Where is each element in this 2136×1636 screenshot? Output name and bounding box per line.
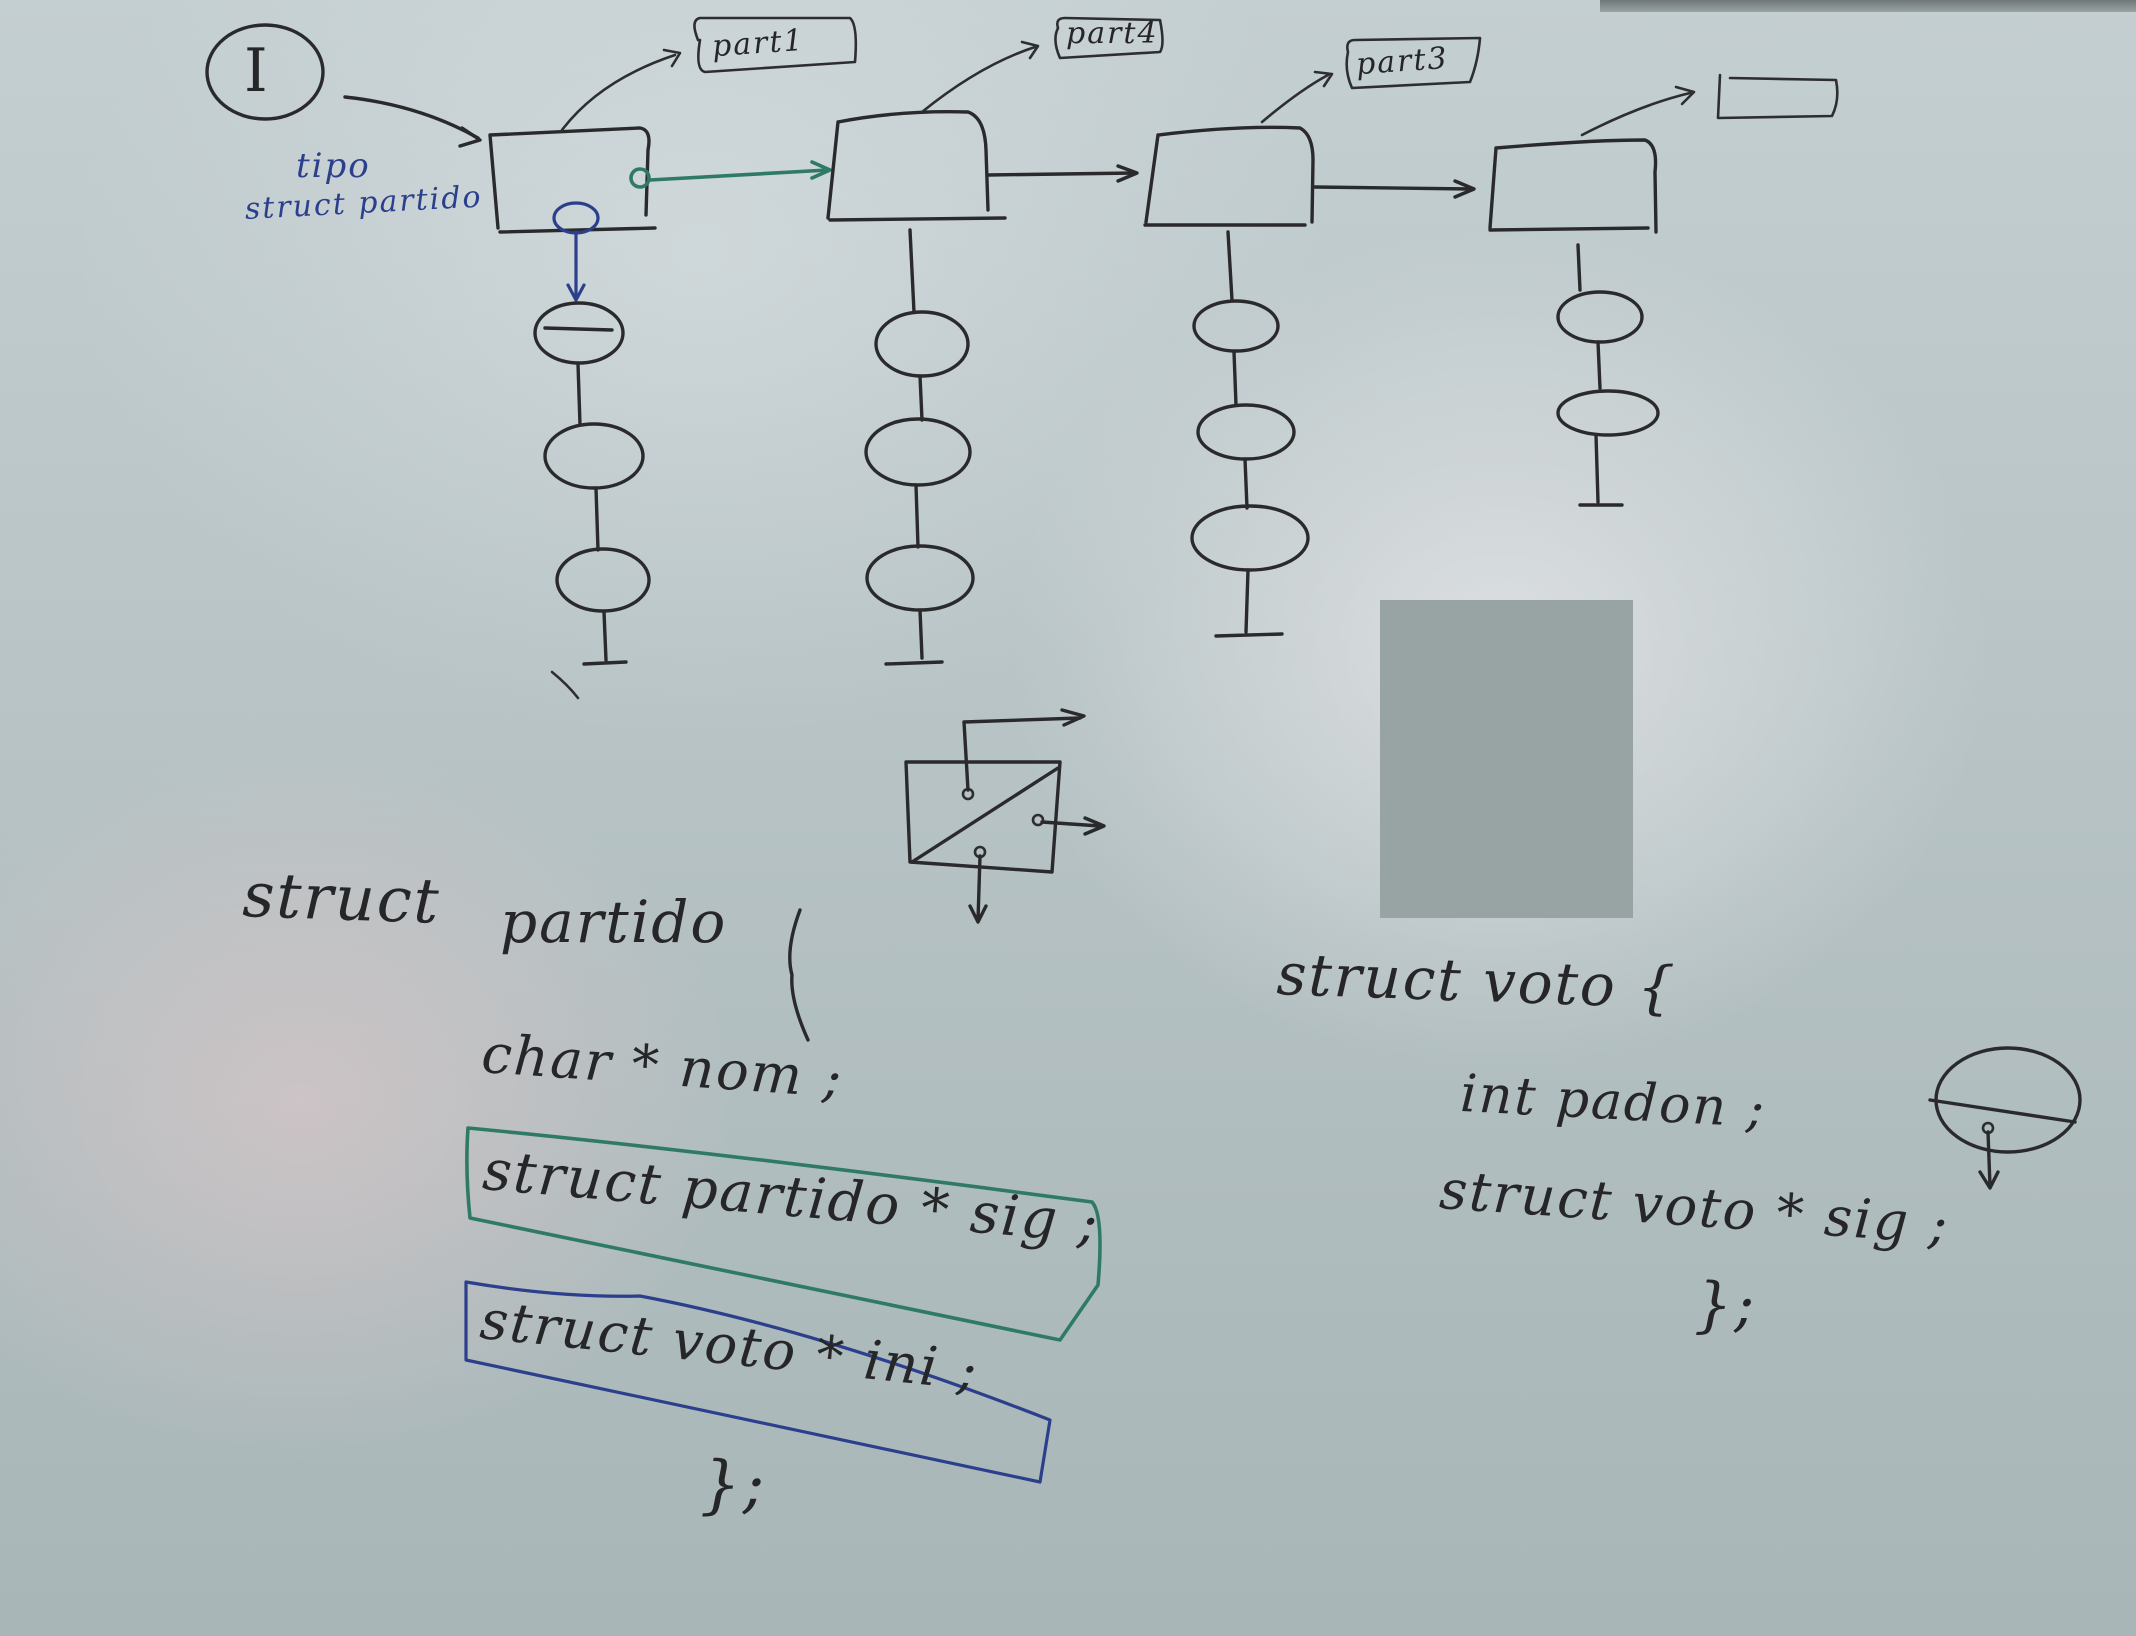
sig-pointer-arrow xyxy=(648,168,830,182)
vote-link xyxy=(918,374,924,422)
party-name-box-4 xyxy=(1716,73,1839,120)
name-pointer-2 xyxy=(920,45,1037,114)
voto-node-detail xyxy=(1934,1046,2082,1154)
ini-pointer-arrow-detail xyxy=(968,854,988,924)
vote-link xyxy=(914,483,920,549)
party-name-box-2 xyxy=(1054,16,1164,60)
partido-node-2 xyxy=(826,110,1007,222)
struct-partido-keyword: struct xyxy=(241,858,442,938)
name-pointer-1 xyxy=(560,53,677,132)
null-terminator xyxy=(582,610,628,666)
board-frame xyxy=(1600,0,2136,12)
name-pointer-3 xyxy=(1260,73,1330,124)
next-pointer-arrowhead-3 xyxy=(1453,179,1476,199)
struct-voto-header: struct voto { xyxy=(1275,940,1678,1022)
null-terminator xyxy=(884,608,944,666)
vote-node xyxy=(865,544,975,612)
sig-field-highlight xyxy=(465,1126,1102,1342)
party-name-box-1 xyxy=(693,16,858,74)
next-pointer-arrowhead-2 xyxy=(1116,164,1139,183)
nom-pointer-arrow xyxy=(962,716,1082,792)
vote-link xyxy=(1232,350,1238,407)
vote-node xyxy=(543,422,645,490)
struct-partido-close: }; xyxy=(700,1448,767,1522)
section-number-circle xyxy=(205,23,325,121)
vote-link xyxy=(594,486,600,552)
vote-link xyxy=(1226,230,1234,302)
partido-node-1 xyxy=(488,126,657,234)
vote-node xyxy=(1556,290,1644,344)
sig-pointer-origin xyxy=(629,167,651,189)
name-pointer-arrowhead-3 xyxy=(1313,70,1334,88)
vote-node xyxy=(1190,504,1310,572)
name-pointer-arrowhead-2 xyxy=(1020,40,1040,60)
nom-pointer-arrowhead xyxy=(1060,708,1086,727)
partido-node-3 xyxy=(1143,125,1315,227)
vote-node xyxy=(864,417,972,487)
struct-partido-name: partido xyxy=(500,888,728,956)
vote-node xyxy=(555,547,651,613)
head-pointer-arrowhead xyxy=(458,126,482,148)
sig-pointer-arrow-detail xyxy=(1040,816,1106,836)
sig-pointer-arrowhead xyxy=(810,160,832,180)
struct-voto-close: }; xyxy=(1694,1270,1757,1340)
party-tag-2: part4 xyxy=(1066,16,1159,51)
vote-link xyxy=(1596,340,1602,390)
vote-node xyxy=(1556,389,1660,437)
struct-partido-open-brace-stroke xyxy=(788,908,810,1042)
node-detail-diagonal xyxy=(910,766,1060,864)
stray-mark xyxy=(550,670,580,700)
partido-node-4 xyxy=(1488,138,1658,234)
null-terminator xyxy=(1214,568,1284,638)
vote-link xyxy=(908,228,916,314)
vote-node xyxy=(874,310,970,378)
vote-node xyxy=(533,301,625,365)
vote-node-divider xyxy=(543,326,614,332)
vote-link xyxy=(1576,243,1582,292)
voto-node-divider xyxy=(1928,1098,2077,1124)
ini-pointer-arrow xyxy=(566,230,586,302)
redacted-region xyxy=(1380,600,1633,918)
name-pointer-arrowhead-4 xyxy=(1674,85,1696,106)
party-name-box-3 xyxy=(1345,36,1482,90)
name-pointer-4 xyxy=(1580,91,1692,137)
next-pointer-arrow-3 xyxy=(1313,185,1474,191)
party-tag-1: part1 xyxy=(710,22,806,65)
node-detail-box xyxy=(904,760,1062,874)
ini-field-highlight xyxy=(464,1280,1052,1484)
section-number: I xyxy=(244,36,270,106)
party-tag-3: part3 xyxy=(1354,40,1450,83)
vote-node xyxy=(1196,403,1296,461)
vote-link xyxy=(1243,457,1249,510)
head-pointer-arrow xyxy=(343,95,480,140)
voto-sig-arrow xyxy=(1978,1130,2000,1190)
vote-link xyxy=(576,362,582,427)
next-pointer-arrow-2 xyxy=(986,171,1137,177)
sig-pointer-dot xyxy=(1031,813,1045,827)
null-terminator xyxy=(1578,433,1624,507)
vote-node xyxy=(1192,299,1280,353)
name-pointer-arrowhead-1 xyxy=(662,48,682,68)
node-type-label-line1: tipo xyxy=(296,146,371,186)
